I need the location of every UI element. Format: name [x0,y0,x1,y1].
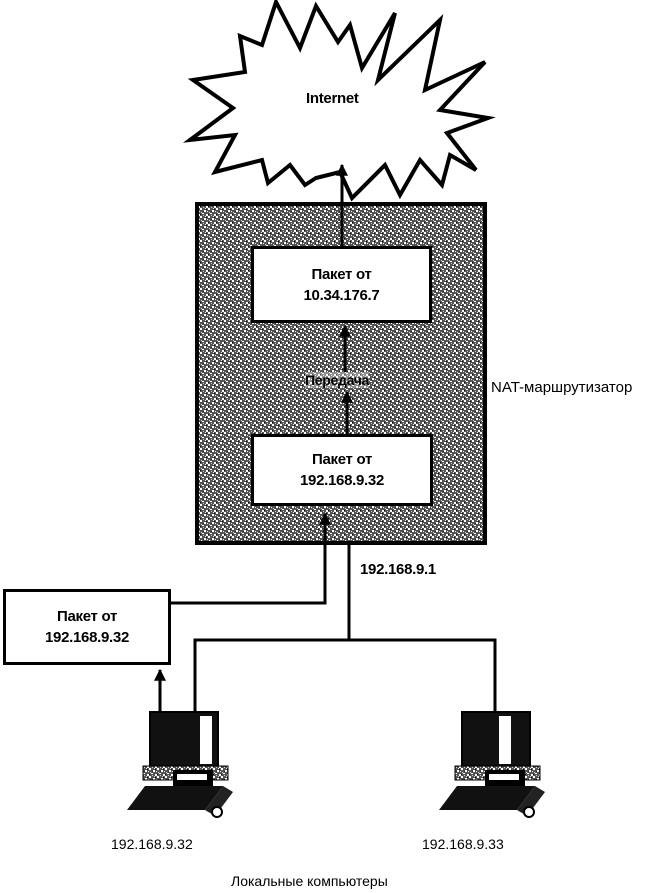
lan-packet-line1: Пакет от [56,608,118,625]
outgoing-packet-box: Пакет от 10.34.176.7 [251,246,432,323]
outgoing-packet-line2: 10.34.176.7 [303,286,380,304]
lan-packet-line2: 192.168.9.32 [45,629,129,646]
computer-ip-label: 192.168.9.33 [422,836,504,852]
computer-ip-label: 192.168.9.32 [111,836,193,852]
internet-label: Internet [306,90,359,107]
incoming-packet-line2: 192.168.9.32 [300,472,384,489]
computer-icon [127,711,233,818]
arrow-lan-to-router [168,512,331,605]
router-ip-label: 192.168.9.1 [360,561,436,578]
incoming-packet-line1: Пакет от [311,451,373,468]
internet-cloud [182,0,496,202]
lan-packet-box: Пакет от 192.168.9.32 [3,589,171,665]
lan-bus [193,638,497,712]
incoming-packet-box: Пакет от 192.168.9.32 [251,434,433,506]
lan-caption: Локальные компьютеры [231,873,388,889]
nat-router-label: NAT-маршрутизатор [491,379,633,396]
transfer-label: Передача [305,372,370,388]
outgoing-packet-line1: Пакет от [311,265,372,283]
computer-icon [439,711,545,818]
